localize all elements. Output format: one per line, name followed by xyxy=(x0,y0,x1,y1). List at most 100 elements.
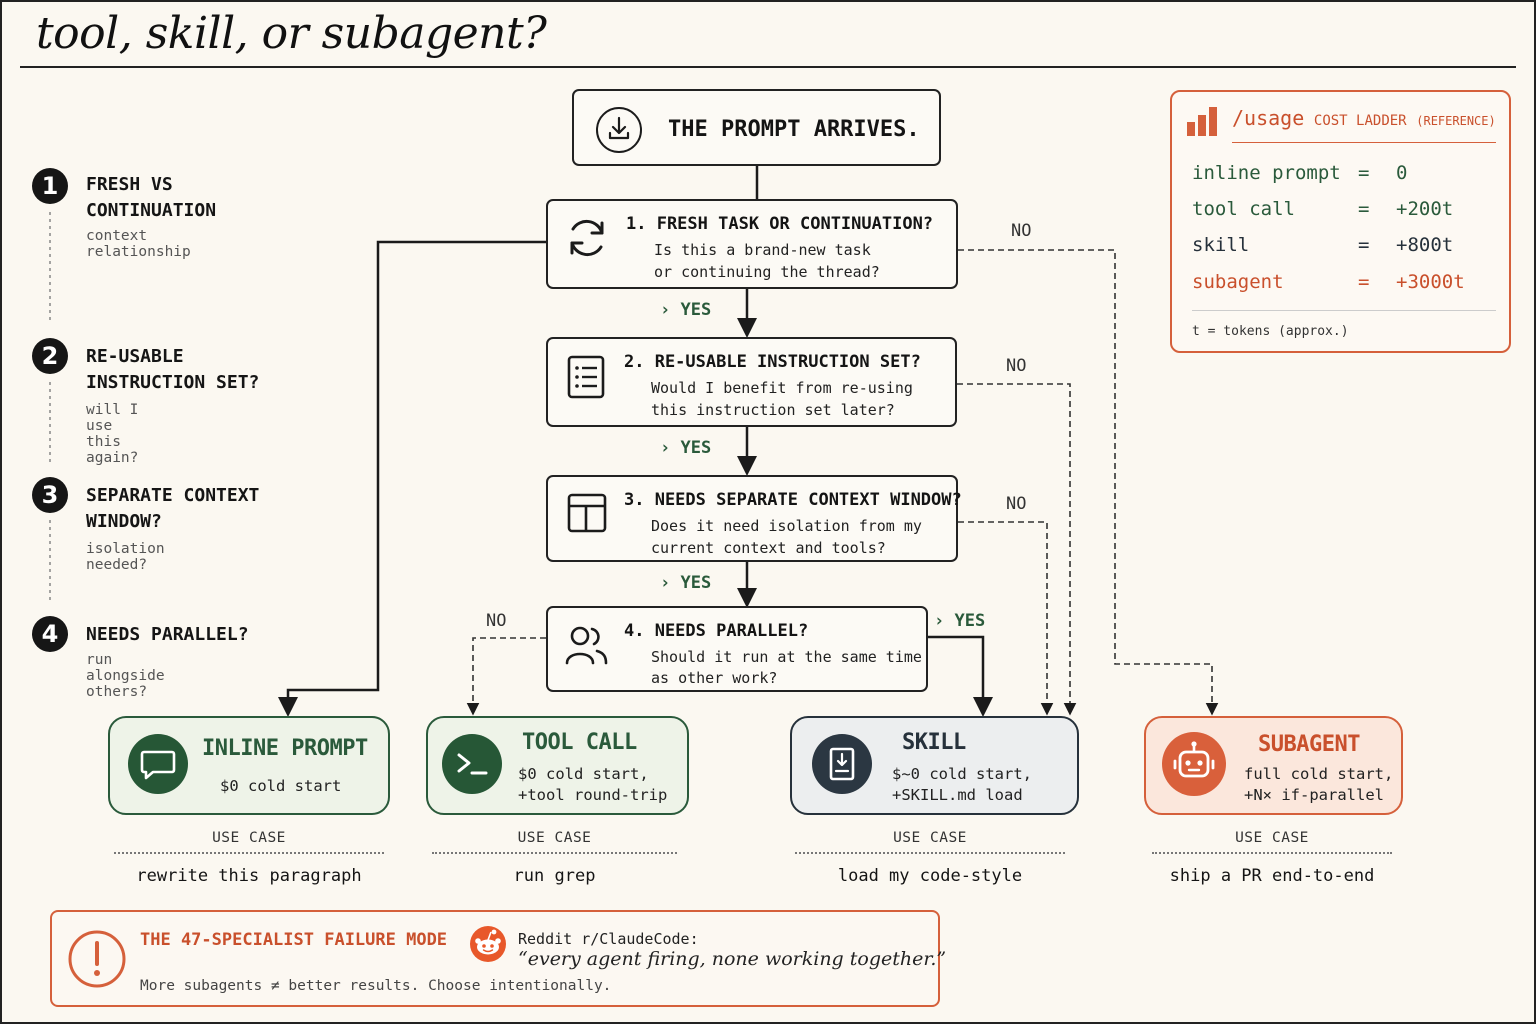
ladder-key: tool call xyxy=(1192,198,1295,220)
outcome-desc-line2: +tool round-trip xyxy=(518,786,668,804)
edge-q2-skill xyxy=(957,383,1077,716)
cost-ladder-reference: (REFERENCE) xyxy=(1416,114,1496,128)
no-label-q4: NO xyxy=(486,611,507,631)
chat-bubble-icon xyxy=(128,734,188,794)
reddit-icon xyxy=(470,926,506,962)
question-title: 4. NEEDS PARALLEL? xyxy=(624,621,809,641)
question-title: 2. RE-USABLE INSTRUCTION SET? xyxy=(624,352,921,372)
cost-ladder-note: t = tokens (approx.) xyxy=(1192,324,1349,339)
question-desc-line2: as other work? xyxy=(651,669,778,687)
outcome-desc-line2: +SKILL.md load xyxy=(892,786,1023,804)
use-case-divider xyxy=(795,852,1065,854)
step-title: NEEDS PARALLEL? xyxy=(86,624,249,645)
outcome-name: SUBAGENT xyxy=(1258,732,1360,757)
tool-call-box: TOOL CALL $0 cold start, +tool round-tri… xyxy=(426,716,689,815)
use-case-header: USE CASE xyxy=(1235,830,1309,846)
use-case-text: run grep xyxy=(513,866,596,886)
use-case-inline: USE CASE rewrite this paragraph xyxy=(114,830,384,886)
question-4-box: 4. NEEDS PARALLEL? Should it run at the … xyxy=(546,606,928,692)
use-case-text: ship a PR end-to-end xyxy=(1169,866,1375,886)
warning-icon xyxy=(68,930,126,988)
skill-document-icon xyxy=(812,734,872,794)
yes-text: YES xyxy=(954,611,986,631)
question-desc-line1: Should it run at the same time xyxy=(651,648,922,666)
download-icon xyxy=(596,107,642,153)
outcome-name: SKILL xyxy=(902,730,966,755)
edge-q4-tool xyxy=(466,637,546,716)
refresh-icon xyxy=(570,219,604,257)
use-case-divider xyxy=(114,852,384,854)
yes-label-q1: › YES xyxy=(660,300,711,320)
question-desc-line2: or continuing the thread? xyxy=(654,263,880,281)
use-case-header: USE CASE xyxy=(212,830,286,846)
outcome-desc-line1: $0 cold start xyxy=(220,777,342,795)
outcome-desc-line2: +N× if-parallel xyxy=(1244,786,1384,804)
prompt-arrives-box: THE PROMPT ARRIVES. xyxy=(572,89,941,166)
ladder-key: subagent xyxy=(1192,271,1284,293)
step-number: 1 xyxy=(32,168,68,204)
terminal-icon xyxy=(442,734,502,794)
step-number: 4 xyxy=(32,616,68,652)
use-case-header: USE CASE xyxy=(517,830,592,846)
step-title: RE-USABLE INSTRUCTION SET? xyxy=(86,346,260,393)
reddit-source: Reddit r/ClaudeCode: xyxy=(518,930,699,948)
use-case-header: USE CASE xyxy=(893,830,967,846)
ladder-value: +800t xyxy=(1396,234,1454,256)
question-title: 3. NEEDS SEPARATE CONTEXT WINDOW? xyxy=(624,490,962,510)
cost-ladder-rule xyxy=(1232,142,1496,143)
edge-q4-skill xyxy=(928,635,993,717)
cost-ladder-footer-rule xyxy=(1192,310,1496,311)
failure-mode-panel: THE 47-SPECIALIST FAILURE MODE More suba… xyxy=(50,910,946,1007)
ladder-value: +200t xyxy=(1396,198,1454,220)
chevron-right-icon: › xyxy=(660,438,671,458)
step-title: SEPARATE CONTEXT WINDOW? xyxy=(86,485,260,532)
ladder-row-subagent: subagent=+3000t xyxy=(1192,271,1465,293)
question-desc-line1: Would I benefit from re-using xyxy=(651,379,913,397)
failure-mode-title: THE 47-SPECIALIST FAILURE MODE xyxy=(140,930,448,950)
use-case-subagent: USE CASE ship a PR end-to-end xyxy=(1152,830,1392,886)
cost-ladder-heading: /usage COST LADDER (REFERENCE) xyxy=(1232,106,1496,130)
outcome-name: TOOL CALL xyxy=(522,730,637,755)
yes-text: YES xyxy=(680,438,712,458)
use-case-text: load my code-style xyxy=(837,866,1023,886)
subagent-box: SUBAGENT full cold start, +N× if-paralle… xyxy=(1144,716,1403,815)
question-desc-line1: Is this a brand-new task xyxy=(654,241,871,259)
step-subtitle: isolation needed? xyxy=(86,541,165,573)
chevron-right-icon: › xyxy=(934,611,945,631)
ladder-eq: = xyxy=(1358,162,1370,184)
question-desc-line1: Does it need isolation from my xyxy=(651,517,922,535)
question-2-box: 2. RE-USABLE INSTRUCTION SET? Would I be… xyxy=(546,337,957,427)
step-subtitle: run alongside others? xyxy=(86,652,165,700)
step-title: FRESH VS CONTINUATION xyxy=(86,174,217,221)
question-3-box: 3. NEEDS SEPARATE CONTEXT WINDOW? Does i… xyxy=(546,475,962,562)
failure-mode-subtitle: More subagents ≠ better results. Choose … xyxy=(140,978,612,994)
outcome-name: INLINE PROMPT xyxy=(202,736,368,761)
skill-box: SKILL $~0 cold start, +SKILL.md load xyxy=(790,716,1079,815)
chevron-right-icon: › xyxy=(660,573,671,593)
bar-chart-icon xyxy=(1187,107,1217,136)
page-title: tool, skill, or subagent? xyxy=(36,8,547,59)
ladder-row-tool: tool call=+200t xyxy=(1192,198,1453,220)
use-case-skill: USE CASE load my code-style xyxy=(795,830,1065,886)
chevron-right-icon: › xyxy=(660,300,671,320)
ladder-value: 0 xyxy=(1396,162,1408,184)
inline-prompt-box: INLINE PROMPT $0 cold start xyxy=(108,716,390,815)
question-1-box: 1. FRESH TASK OR CONTINUATION? Is this a… xyxy=(546,199,958,289)
ladder-eq: = xyxy=(1358,234,1370,256)
cost-ladder-panel: /usage COST LADDER (REFERENCE) inline pr… xyxy=(1170,90,1511,353)
step-number: 3 xyxy=(32,477,68,513)
yes-text: YES xyxy=(680,300,712,320)
use-case-divider xyxy=(1152,852,1392,854)
yes-label-q3: › YES xyxy=(660,573,711,593)
step-number: 2 xyxy=(32,338,68,374)
ladder-value: +3000t xyxy=(1396,271,1465,293)
step-subtitle: will I use this again? xyxy=(86,402,139,466)
checklist-icon xyxy=(567,355,605,399)
question-title: 1. FRESH TASK OR CONTINUATION? xyxy=(626,214,934,234)
ladder-row-inline: inline prompt=0 xyxy=(1192,162,1407,184)
use-case-text: rewrite this paragraph xyxy=(136,866,362,886)
ladder-key: skill xyxy=(1192,234,1250,256)
yes-text: YES xyxy=(680,573,712,593)
prompt-arrives-label: THE PROMPT ARRIVES. xyxy=(668,117,920,142)
